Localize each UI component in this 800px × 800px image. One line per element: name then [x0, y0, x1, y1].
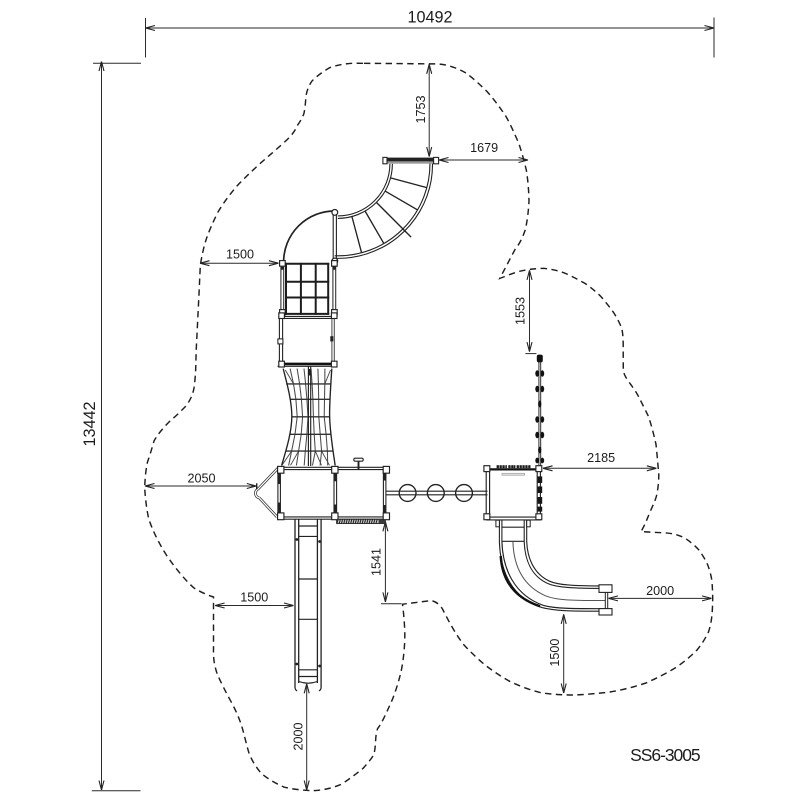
- svg-text:SS6-3005: SS6-3005: [630, 745, 700, 765]
- svg-text:2000: 2000: [292, 722, 306, 750]
- svg-text:1553: 1553: [514, 297, 528, 325]
- svg-text:13442: 13442: [81, 401, 99, 446]
- svg-text:10492: 10492: [407, 9, 452, 27]
- svg-text:1679: 1679: [470, 141, 498, 155]
- svg-text:1500: 1500: [548, 639, 562, 667]
- svg-text:2050: 2050: [187, 472, 215, 486]
- svg-text:1500: 1500: [240, 591, 268, 605]
- svg-text:1753: 1753: [414, 95, 428, 123]
- svg-text:1500: 1500: [226, 248, 254, 262]
- svg-text:2185: 2185: [587, 451, 615, 465]
- svg-text:2000: 2000: [646, 584, 674, 598]
- svg-text:1541: 1541: [370, 548, 384, 576]
